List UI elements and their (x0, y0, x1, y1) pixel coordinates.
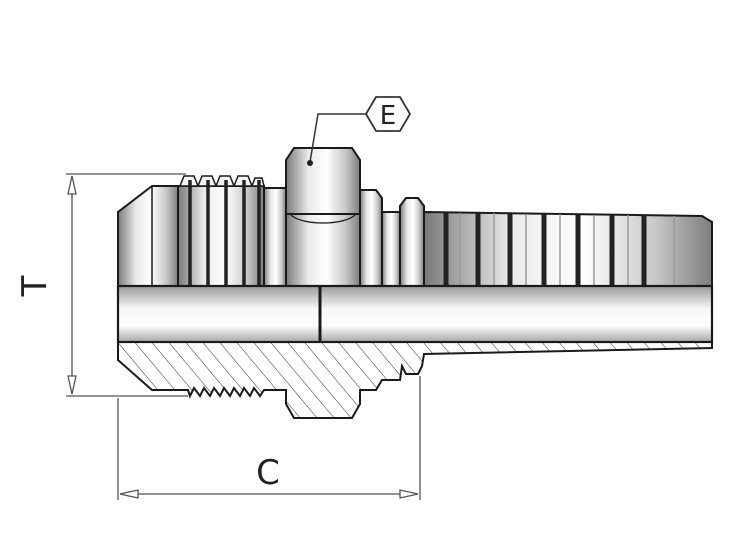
bore (116, 284, 714, 344)
dimension-t-label: T (15, 275, 55, 297)
fitting-section-half (117, 341, 713, 419)
thread-crests (178, 175, 265, 187)
section-profile (117, 341, 713, 419)
dimension-c-label: C (256, 453, 280, 493)
dimension-t (66, 173, 188, 397)
fitting-exterior-half (117, 147, 713, 287)
callout-e-label: E (380, 101, 396, 131)
callout-e: E (307, 96, 412, 166)
hose-tail (423, 210, 713, 287)
flare-nose (117, 185, 179, 287)
barb-grooves (443, 213, 647, 286)
hex-nut (285, 147, 361, 287)
stop-ring (399, 197, 425, 287)
dimension-c (117, 376, 421, 500)
thread-grooves (188, 180, 261, 286)
